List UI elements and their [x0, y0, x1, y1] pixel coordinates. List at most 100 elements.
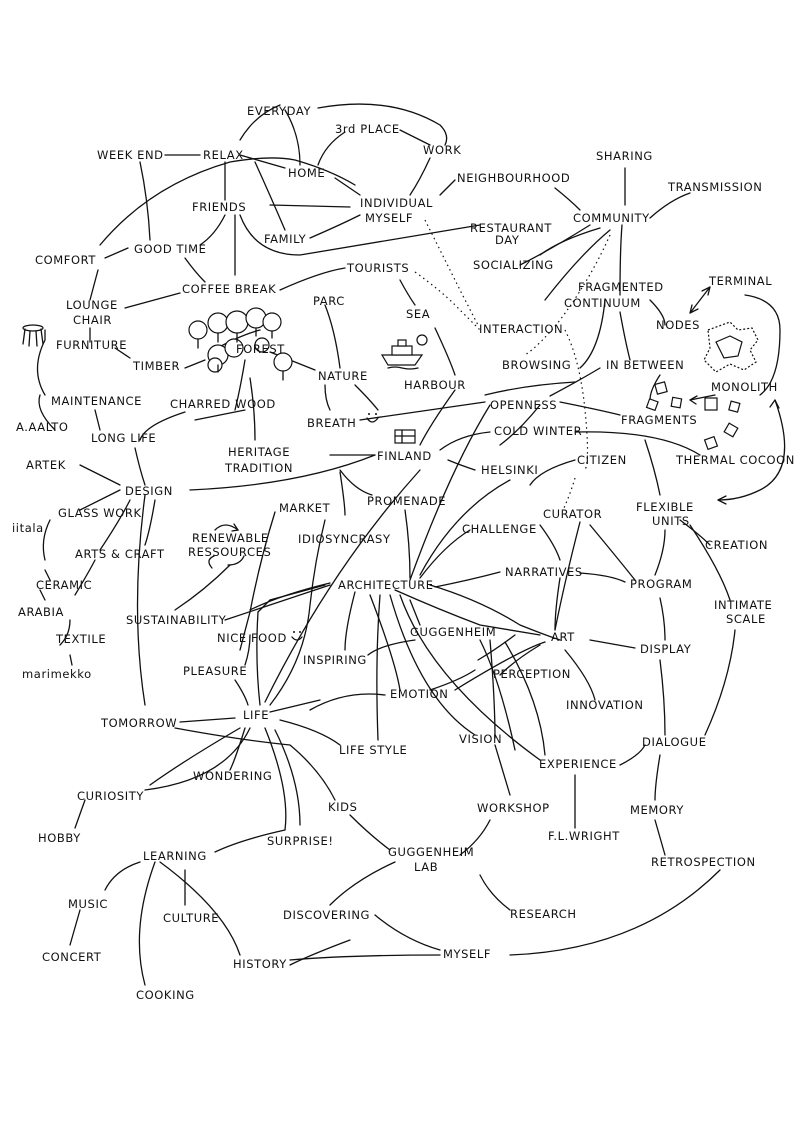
node-family: FAMILY [264, 232, 307, 246]
node-marimekko: marimekko [22, 667, 92, 681]
node-challenge: CHALLENGE [462, 522, 537, 536]
node-memory: MEMORY [630, 803, 684, 817]
node-comfort: COMFORT [35, 253, 96, 267]
node-innovation: INNOVATION [566, 698, 644, 712]
node-home: HOME [288, 166, 325, 180]
node-narratives: NARRATIVES [505, 565, 583, 579]
node-workshop: WORKSHOP [477, 801, 550, 815]
node-browsing: BROWSING [502, 358, 571, 372]
node-lab: LAB [414, 860, 438, 874]
boat-icon [380, 334, 428, 370]
node-textile: TEXTILE [55, 632, 106, 646]
node-monolith: MONOLITH [711, 380, 778, 394]
node-friends: FRIENDS [192, 200, 246, 214]
node-good-time: GOOD TIME [134, 242, 207, 256]
node-iittala: iitala [12, 521, 44, 535]
node-guggenheim-lab: GUGGENHEIM [388, 845, 474, 859]
node-music: MUSIC [68, 897, 108, 911]
node-citizen: CITIZEN [577, 453, 627, 467]
node-scale: SCALE [726, 612, 766, 626]
node-timber: TIMBER [132, 359, 180, 373]
node-program: PROGRAM [630, 577, 692, 591]
scattered-squares-icon [645, 381, 741, 451]
node-finland: FINLAND [377, 449, 432, 463]
node-openness: OPENNESS [490, 398, 557, 412]
node-display: DISPLAY [640, 642, 692, 656]
smiley-icon-small [291, 631, 303, 641]
node-units: UNITS [652, 514, 690, 528]
node-promenade: PROMENADE [367, 494, 446, 508]
node-surprise: SURPRISE! [267, 834, 334, 848]
node-transmission: TRANSMISSION [667, 180, 762, 194]
node-relax: RELAX [203, 148, 244, 162]
node-culture: CULTURE [163, 911, 219, 925]
node-cooking: COOKING [136, 988, 195, 1002]
node-experience: EXPERIENCE [539, 757, 617, 771]
node-neighbourhood: NEIGHBOURHOOD [457, 171, 570, 185]
node-curiosity: CURIOSITY [77, 789, 144, 803]
node-dialogue: DIALOGUE [642, 735, 707, 749]
node-pleasure: PLEASURE [183, 664, 247, 678]
node-fragments: FRAGMENTS [621, 413, 697, 427]
puzzle-cluster-icon [703, 321, 759, 373]
node-artek: ARTEK [26, 458, 66, 472]
node-sustainability: SUSTAINABILITY [126, 613, 227, 627]
node-labels: EVERYDAY 3rd PLACE WORK WEEK END RELAX H… [12, 104, 795, 1002]
node-lounge: LOUNGE [66, 298, 118, 312]
node-terminal: TERMINAL [708, 274, 772, 288]
node-creation: CREATION [705, 538, 768, 552]
node-arts-craft: ARTS & CRAFT [75, 547, 165, 561]
node-thermal-cocoon: THERMAL COCOON [675, 453, 795, 467]
connector-lines [36, 103, 786, 986]
node-market: MARKET [279, 501, 331, 515]
node-emotion: EMOTION [390, 687, 449, 701]
tree-icon [188, 307, 293, 381]
node-weekend: WEEK END [97, 148, 164, 162]
node-flexible: FLEXIBLE [636, 500, 694, 514]
node-fragmented: FRAGMENTED [578, 280, 664, 294]
node-restaurant: RESTAURANT [470, 221, 552, 235]
node-history: HISTORY [233, 957, 287, 971]
node-tourists: TOURISTS [346, 261, 409, 275]
node-tradition: TRADITION [224, 461, 293, 475]
node-myself-bottom: MYSELF [443, 947, 491, 961]
node-community: COMMUNITY [573, 211, 650, 225]
node-arabia: ARABIA [18, 605, 64, 619]
node-retrospection: RETROSPECTION [651, 855, 756, 869]
node-third-place: 3rd PLACE [335, 122, 400, 136]
node-sea: SEA [406, 307, 430, 321]
node-design: DESIGN [125, 484, 173, 498]
node-art: ART [551, 630, 575, 644]
node-cold-winter: COLD WINTER [494, 424, 582, 438]
node-ceramic: CERAMIC [36, 578, 92, 592]
node-concert: CONCERT [42, 950, 102, 964]
node-architecture: ARCHITECTURE [338, 578, 434, 592]
node-glass-work: GLASS WORK [58, 506, 142, 520]
node-perception: PERCEPTION [493, 667, 571, 681]
finnish-flag-icon [394, 429, 416, 444]
node-ressources: RESSOURCES [188, 545, 271, 559]
node-intimate: INTIMATE [714, 598, 772, 612]
node-guggenheim: GUGGENHEIM [410, 625, 496, 639]
node-continuum: CONTINUUM [564, 296, 641, 310]
node-harbour: HARBOUR [404, 378, 466, 392]
recycle-icon [208, 523, 245, 569]
node-heritage: HERITAGE [228, 445, 290, 459]
node-renewable: RENEWABLE [192, 531, 269, 545]
node-inspiring: INSPIRING [303, 653, 367, 667]
node-charred-wood: CHARRED WOOD [170, 397, 276, 411]
node-interaction: INTERACTION [479, 322, 563, 336]
node-tomorrow: TOMORROW [100, 716, 177, 730]
stool-icon [22, 324, 44, 347]
node-sharing: SHARING [596, 149, 653, 163]
node-forest: FOREST [236, 342, 285, 356]
node-kids: KIDS [328, 800, 358, 814]
node-aalto: A.AALTO [16, 420, 68, 434]
smiley-icon [366, 413, 379, 423]
node-in-between: IN BETWEEN [606, 358, 684, 372]
node-individual: INDIVIDUAL [360, 196, 433, 210]
node-day: DAY [495, 233, 520, 247]
node-long-life: LONG LIFE [91, 431, 156, 445]
